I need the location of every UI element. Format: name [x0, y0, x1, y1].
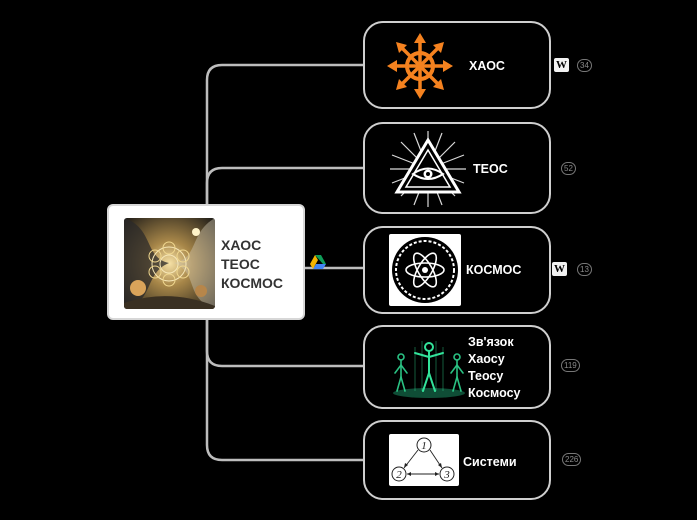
connector-theos — [205, 166, 363, 206]
topic-link-label: Зв'язок Хаосу Теосу Космосу — [468, 334, 521, 402]
topic-link-label-line-1: Зв'язок — [468, 335, 514, 349]
root-title-line-3: КОСМОС — [221, 275, 284, 291]
topic-theos-label-line-1: ТЕОС — [473, 162, 508, 176]
topic-chaos[interactable]: ХАОС — [363, 21, 551, 109]
cycle-node-1: 1 — [421, 440, 427, 452]
chaos-star-icon — [387, 33, 453, 99]
root-title-line-2: ТЕОС — [221, 256, 260, 272]
connector-chaos — [205, 63, 363, 206]
google-drive-icon[interactable] — [310, 255, 326, 269]
topic-systems-label: Системи — [463, 454, 517, 471]
child-count-badge[interactable]: 226 — [562, 453, 582, 466]
topic-cosmos-label: КОСМОС — [466, 262, 521, 279]
eye-of-providence-icon — [389, 130, 467, 208]
glowing-figures-image — [389, 335, 469, 401]
root-topic[interactable]: ХАОС ТЕОС КОСМОС — [107, 204, 305, 320]
topic-link-label-line-3: Теосу — [468, 369, 504, 383]
wikipedia-icon[interactable]: W — [554, 58, 569, 72]
child-count-badge[interactable]: 52 — [561, 162, 576, 175]
topic-cosmos[interactable]: КОСМОС — [363, 226, 551, 314]
atom-icon — [389, 234, 461, 306]
cycle-diagram-icon: 1 2 3 — [389, 434, 459, 486]
topic-link-label-line-2: Хаосу — [468, 352, 505, 366]
topic-cosmos-label-line-1: КОСМОС — [466, 263, 522, 277]
topic-theos[interactable]: ТЕОС — [363, 122, 551, 214]
connector-link — [205, 320, 363, 368]
cosmic-collage-image — [124, 218, 215, 309]
child-count-badge[interactable]: 13 — [577, 263, 592, 276]
root-title-line-1: ХАОС — [221, 237, 262, 253]
topic-link-label-line-4: Космосу — [468, 386, 521, 400]
topic-systems[interactable]: 1 2 3 Системи — [363, 420, 551, 500]
topic-link[interactable]: Зв'язок Хаосу Теосу Космосу — [363, 325, 551, 409]
cycle-node-3: 3 — [443, 469, 450, 481]
child-count-badge[interactable]: 119 — [561, 359, 580, 372]
root-title[interactable]: ХАОС ТЕОС КОСМОС — [221, 236, 305, 293]
topic-systems-label-line-1: Системи — [463, 455, 517, 469]
topic-chaos-label: ХАОС — [469, 58, 505, 75]
connector-systems — [205, 320, 363, 462]
topic-theos-label: ТЕОС — [473, 161, 508, 178]
wikipedia-icon[interactable]: W — [552, 262, 567, 276]
child-count-badge[interactable]: 34 — [577, 59, 592, 72]
topic-chaos-label-line-1: ХАОС — [469, 59, 505, 73]
cycle-node-2: 2 — [396, 469, 402, 481]
